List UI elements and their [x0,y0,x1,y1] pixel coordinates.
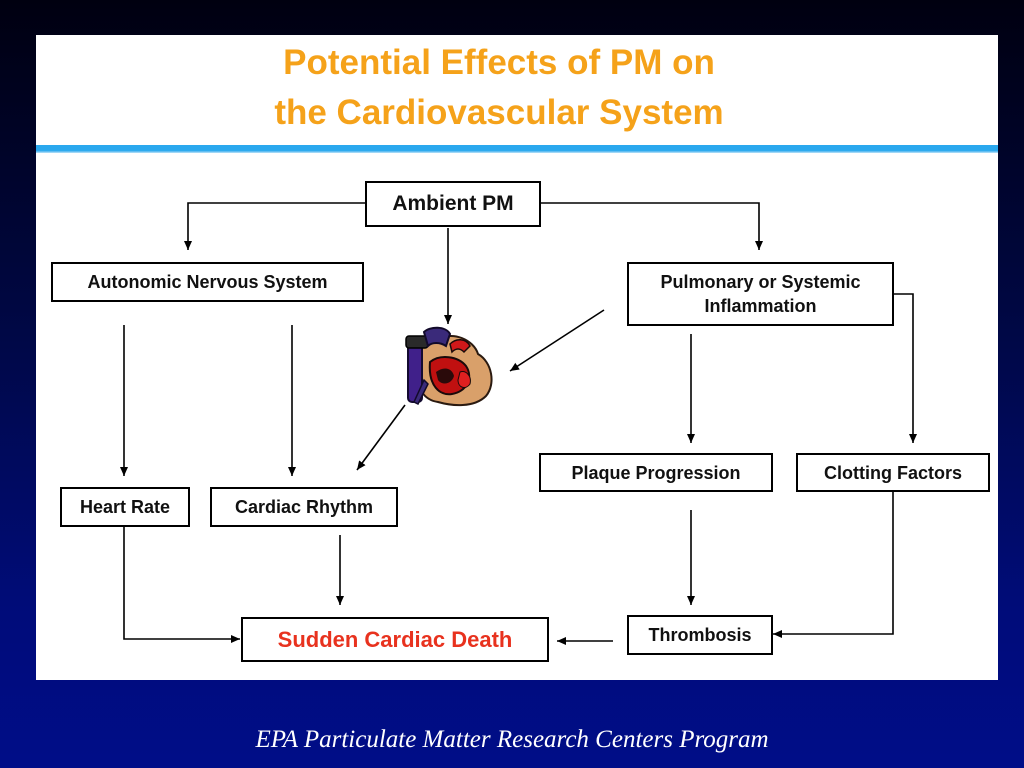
arrow-heartrate-to-death [123,526,240,643]
heart-icon [405,326,493,407]
title-line-2: the Cardiovascular System [274,93,724,132]
title-divider [36,145,998,153]
node-inflammation-line1: Pulmonary or Systemic [660,272,861,292]
node-plaque-progression: Plaque Progression [539,453,773,492]
node-heart-rate: Heart Rate [60,487,190,527]
arrow-pm-to-autonomic [184,202,365,250]
arrow-inflammation-to-heart [509,309,605,372]
node-autonomic-nervous-system: Autonomic Nervous System [51,262,364,302]
node-plaque-label: Plaque Progression [571,462,741,483]
node-thrombosis-label: Thrombosis [648,625,752,645]
node-clotting-factors: Clotting Factors [796,453,990,492]
arrow-pm-to-inflammation [541,202,763,250]
slide-panel [36,35,998,680]
node-heart-rate-label: Heart Rate [79,497,171,517]
title-line-1: Potential Effects of PM on [283,43,715,82]
arrow-clotting-to-thrombosis [773,492,894,638]
node-ambient-pm-label: Ambient PM [392,192,514,215]
node-autonomic-label: Autonomic Nervous System [87,272,328,292]
node-thrombosis: Thrombosis [627,615,773,655]
node-ambient-pm: Ambient PM [365,181,541,227]
node-inflammation-line2: Inflammation [704,296,817,316]
node-sudden-death-label: Sudden Cardiac Death [277,626,513,652]
node-inflammation: Pulmonary or Systemic Inflammation [627,262,894,326]
node-cardiac-rhythm-label: Cardiac Rhythm [234,497,374,517]
node-cardiac-rhythm: Cardiac Rhythm [210,487,398,527]
slide-footer: EPA Particulate Matter Research Centers … [255,726,769,753]
arrow-inflammation-to-clotting [894,293,917,443]
arrow-heart-to-rhythm [356,404,406,471]
slide-title: Potential Effects of PM on the Cardiovas… [36,38,962,138]
node-sudden-cardiac-death: Sudden Cardiac Death [241,617,549,662]
node-clotting-label: Clotting Factors [824,462,962,483]
